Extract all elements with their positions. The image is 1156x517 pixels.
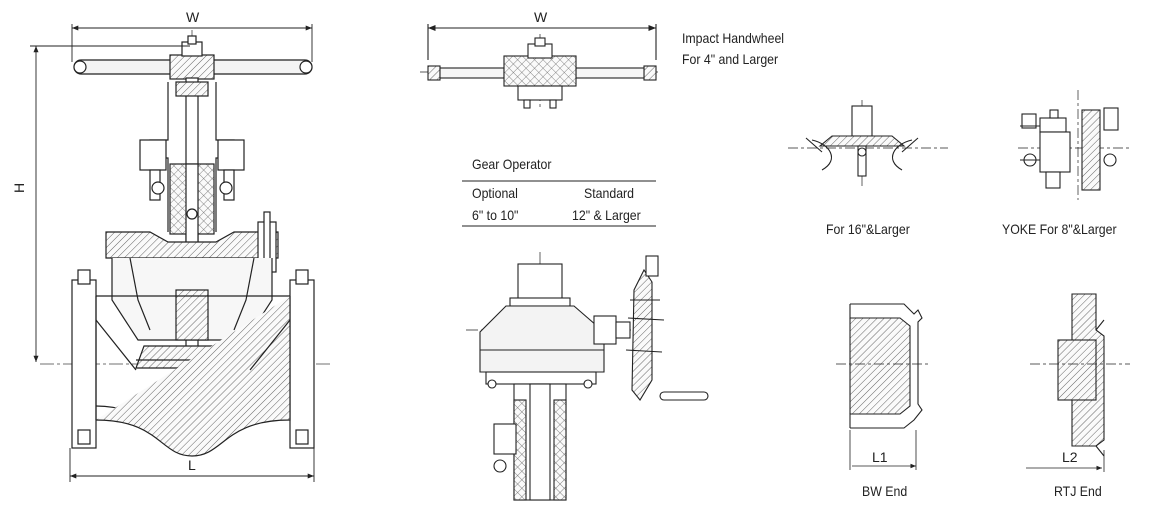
impact-handwheel-line1: Impact Handwheel: [682, 30, 785, 46]
gear-operator-table-rules: [462, 180, 656, 227]
large-stem-caption: For 16"&Larger: [826, 221, 910, 237]
rtj-end-detail: [1026, 293, 1130, 472]
gear-operator-title: Gear Operator: [472, 156, 552, 172]
rtj-end-caption: RTJ End: [1054, 483, 1102, 499]
large-stem-detail: [788, 100, 948, 188]
impact-handwheel-drawing: [420, 24, 660, 109]
bw-end-caption: BW End: [862, 483, 908, 499]
main-width-label: W: [186, 9, 200, 25]
gear-standard-value: 12" & Larger: [572, 207, 641, 223]
main-valve-drawing: [40, 30, 330, 457]
yoke-caption: YOKE For 8"&Larger: [1002, 221, 1117, 237]
impact-handwheel-line2: For 4" and Larger: [682, 51, 779, 67]
bw-length-label: L1: [872, 449, 888, 465]
handwheel-width-label: W: [534, 9, 548, 25]
gear-optional-header: Optional: [472, 185, 518, 201]
yoke-detail: [1018, 90, 1130, 200]
main-dimension-lines: [30, 24, 315, 482]
rtj-length-label: L2: [1062, 449, 1078, 465]
main-length-label: L: [188, 457, 196, 473]
gear-operator-drawing: [466, 252, 709, 501]
gear-optional-value: 6" to 10": [472, 207, 519, 223]
main-height-label: H: [11, 182, 27, 193]
bw-end-detail: [836, 303, 930, 470]
gear-standard-header: Standard: [584, 185, 635, 201]
